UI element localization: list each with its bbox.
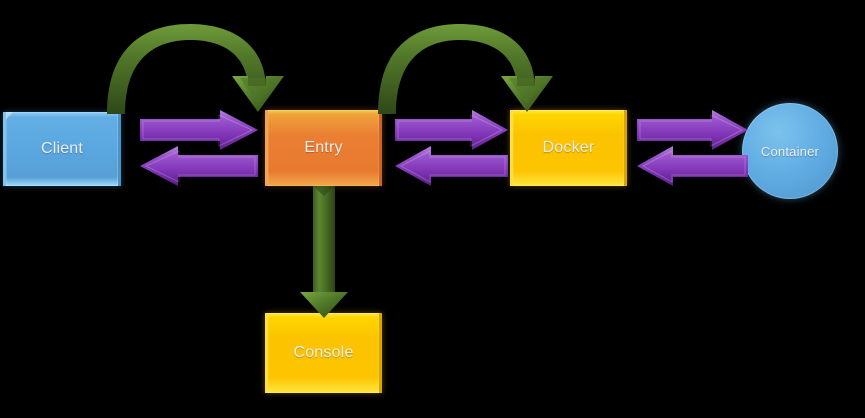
node-container-label: Container [760,143,820,159]
arrow-client-to-entry-right [140,110,258,150]
node-docker-label: Docker [542,139,595,156]
node-client-label: Client [40,140,84,157]
node-entry[interactable]: Entry [265,110,382,186]
node-entry-label: Entry [304,139,343,156]
arrow-docker-to-container-right [637,110,748,150]
arrow-container-to-docker-left [637,146,748,186]
node-console-label: Console [293,344,354,361]
curved-arrow-client-to-entry [107,24,284,114]
straight-arrow-entry-to-console [300,186,348,318]
curved-arrow-entry-to-docker [378,24,553,114]
arrow-entry-to-client-left [140,146,258,186]
node-console[interactable]: Console [265,313,382,393]
node-docker[interactable]: Docker [510,110,627,186]
node-container[interactable]: Container [742,103,838,199]
arrow-docker-to-entry-left [395,146,508,186]
node-client[interactable]: Client [3,112,121,186]
arrow-entry-to-docker-right [395,110,508,150]
